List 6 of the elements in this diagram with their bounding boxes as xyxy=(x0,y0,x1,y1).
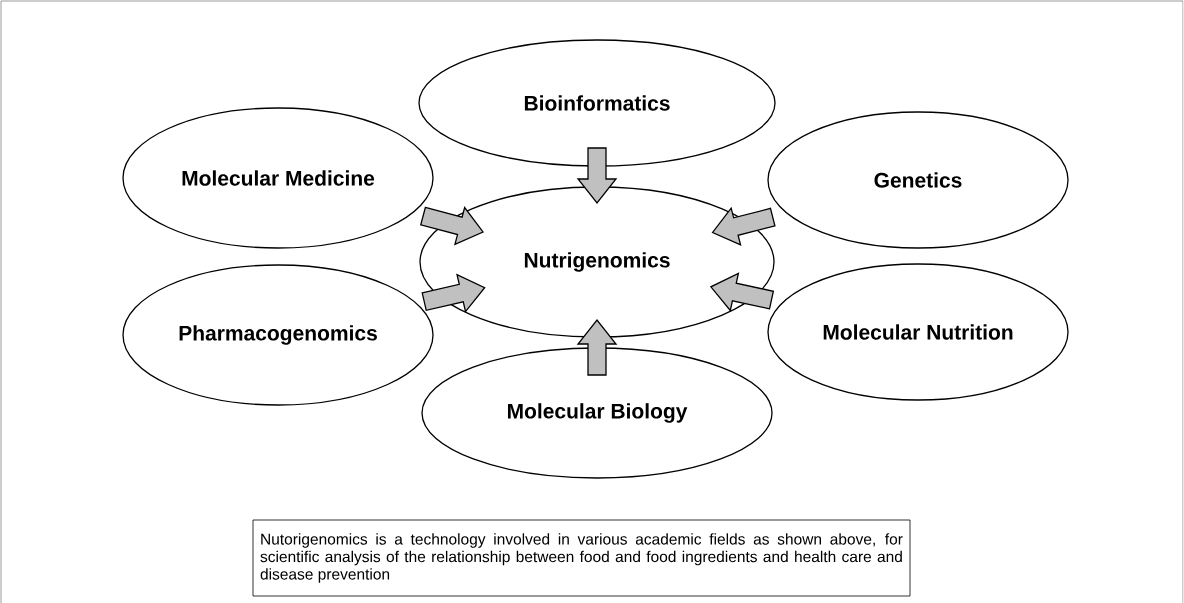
block-arrow xyxy=(576,318,618,376)
block-arrow xyxy=(576,147,618,205)
block-arrow xyxy=(709,272,775,312)
note-box: Nutorigenomics is a technology involved in various academic fields as shown above, for scientific analysis of the relationship between food and food ingredients and health care and disease prevention xyxy=(252,519,911,597)
block-arrow xyxy=(421,273,486,314)
block-arrow xyxy=(711,206,776,247)
